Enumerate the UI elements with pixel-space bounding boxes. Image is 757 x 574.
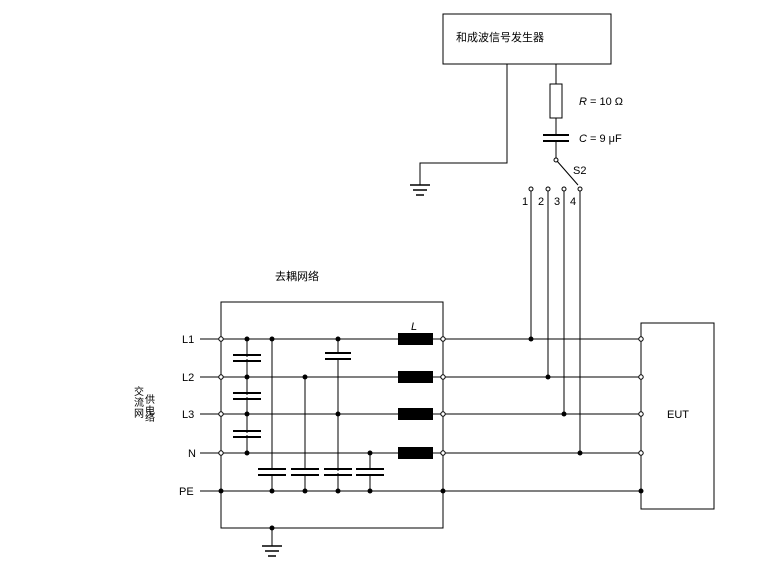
junction-dots bbox=[218, 336, 644, 531]
capacitor-symbol: C bbox=[579, 133, 587, 145]
switch-position-4: 4 bbox=[570, 196, 576, 208]
line-to-ground-capacitors bbox=[271, 339, 371, 491]
line-label-l2: L2 bbox=[182, 372, 194, 384]
box-ground-symbol bbox=[262, 545, 282, 557]
resistor-symbol: R bbox=[579, 96, 587, 108]
resistor-label: R = 10 Ω bbox=[579, 96, 623, 108]
generator-ground-symbol bbox=[410, 184, 430, 196]
switch-position-2: 2 bbox=[538, 196, 544, 208]
resistor-value: = 10 Ω bbox=[587, 96, 623, 108]
supply-char: 电 bbox=[145, 404, 155, 417]
supply-char: 供 bbox=[145, 393, 155, 406]
resistor bbox=[549, 83, 563, 119]
switch-blade bbox=[556, 160, 579, 186]
inductors bbox=[398, 333, 433, 459]
generator-box bbox=[442, 13, 612, 65]
line-label-n: N bbox=[188, 448, 196, 460]
switch-label: S2 bbox=[573, 165, 586, 177]
line-label-l1: L1 bbox=[182, 334, 194, 346]
switch-contacts bbox=[528, 186, 583, 192]
switch-position-1: 1 bbox=[522, 196, 528, 208]
eut-label: EUT bbox=[667, 409, 689, 421]
line-to-ground-plates bbox=[258, 468, 384, 476]
line-label-l3: L3 bbox=[182, 409, 194, 421]
generator-label: 和成波信号发生器 bbox=[456, 30, 544, 44]
box-terminals bbox=[218, 336, 644, 456]
supply-label: 交 流 供 电 网 络 bbox=[134, 385, 155, 424]
line-to-line-capacitors bbox=[233, 354, 261, 438]
line-label-pe: PE bbox=[179, 486, 194, 498]
supply-char: 网 bbox=[134, 408, 144, 420]
capacitor-value: = 9 μF bbox=[587, 133, 622, 145]
switch-position-3: 3 bbox=[554, 196, 560, 208]
network-title: 去耦网络 bbox=[275, 269, 319, 283]
supply-char: 交 bbox=[134, 385, 144, 398]
supply-char: 流 bbox=[134, 396, 144, 409]
inductor-label: L bbox=[411, 321, 417, 333]
capacitor-label: C = 9 μF bbox=[579, 133, 622, 145]
supply-char: 络 bbox=[145, 411, 155, 424]
generator-ground-wire bbox=[419, 64, 508, 185]
